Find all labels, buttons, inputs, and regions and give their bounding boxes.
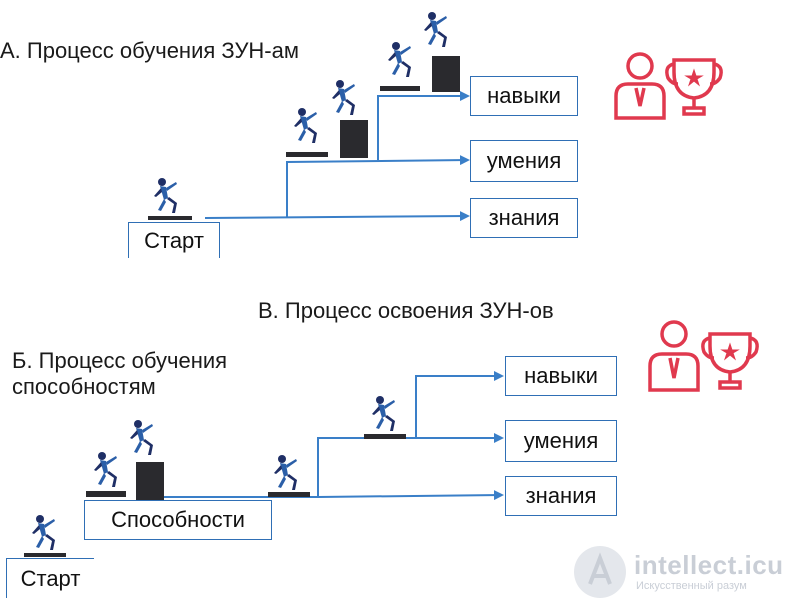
section-a-title: А. Процесс обучения ЗУН-ам	[0, 38, 299, 63]
outcome-box-skills-a: навыки	[470, 76, 578, 116]
climbing-person-icon	[130, 420, 153, 455]
climbing-person-icon	[32, 515, 55, 550]
outcome-box-knowledge-a: знания	[470, 198, 578, 238]
abilities-box-b: Способности	[84, 500, 272, 540]
climbing-person-icon	[294, 108, 317, 143]
climbing-person-icon	[94, 452, 117, 487]
arrow-a-abilities	[286, 155, 470, 218]
person-with-trophy-icon	[648, 320, 759, 392]
outcome-box-knowledge-b: знания	[505, 476, 617, 516]
climbing-person-icon	[332, 80, 355, 115]
arrow-a-knowledge	[204, 211, 470, 222]
watermark: intellect.icu Искусственный разум	[572, 544, 792, 600]
outcome-box-abilities-a: умения	[470, 140, 578, 182]
climbing-person-icon	[372, 396, 395, 431]
start-box-a: Старт	[128, 222, 220, 258]
outcome-box-skills-b: навыки	[505, 356, 617, 396]
arrow-a-skills	[377, 91, 470, 160]
person-with-trophy-icon	[614, 52, 723, 120]
section-b-title-line1: Б. Процесс обучения	[12, 348, 228, 373]
arrow-b-skills	[164, 371, 504, 498]
climbing-person-icon	[274, 455, 297, 490]
pedestal-start-a	[148, 216, 192, 220]
watermark-tagline: Искусственный разум	[636, 580, 747, 592]
climbing-person-icon	[154, 178, 177, 213]
section-v-title: В. Процесс освоения ЗУН-ов	[258, 298, 554, 323]
outcome-box-abilities-b: умения	[505, 420, 617, 462]
climbing-person-icon	[424, 12, 447, 47]
start-box-b: Старт	[6, 558, 94, 598]
climbing-person-icon	[388, 42, 411, 77]
section-b-title-line2: способностям	[12, 374, 156, 399]
watermark-brand: intellect.icu	[634, 550, 784, 580]
arrow-b-knowledge	[317, 490, 504, 501]
watermark-logo-icon	[574, 546, 626, 598]
